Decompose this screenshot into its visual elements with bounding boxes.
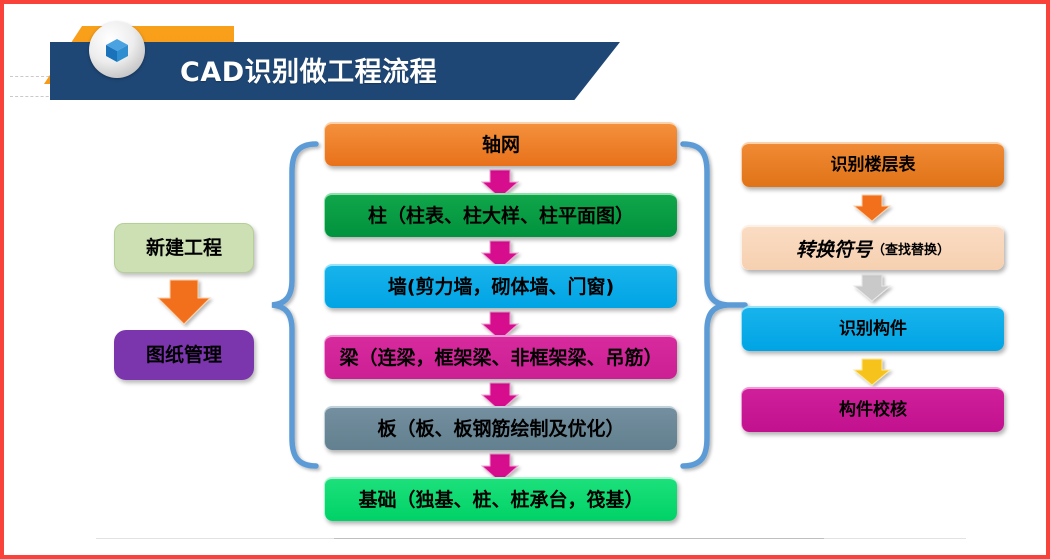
node-label: 识别楼层表 [830, 155, 916, 175]
node-label: 转换符号 [795, 239, 872, 261]
decorative-dashed-line-2 [10, 96, 64, 97]
page-title: CAD识别做工程流程 [180, 57, 438, 88]
node-label: 图纸管理 [145, 343, 222, 366]
node-drawing-management[interactable]: 图纸管理 [114, 330, 254, 380]
node-label: 梁（连梁，框架梁、非框架梁、吊筋） [339, 346, 663, 369]
node-sublabel: （查找替换） [872, 243, 951, 258]
node-label: 柱（柱表、柱大样、柱平面图） [367, 204, 634, 227]
left-curly-brace [271, 141, 319, 469]
node-label: 构件校核 [839, 400, 907, 420]
down-arrow-orange [852, 194, 892, 222]
node-foundation[interactable]: 基础（独基、桩、桩承台，筏基） [324, 477, 677, 521]
node-slab[interactable]: 板（板、板钢筋绘制及优化） [324, 406, 677, 450]
node-label: 轴网 [481, 133, 520, 156]
node-wall[interactable]: 墙(剪力墙，砌体墙、门窗) [324, 264, 677, 308]
node-beam[interactable]: 梁（连梁，框架梁、非框架梁、吊筋） [324, 335, 677, 379]
node-convert-symbol[interactable]: 转换符号（查找替换） [741, 225, 1004, 270]
node-member-check[interactable]: 构件校核 [741, 387, 1004, 432]
node-column[interactable]: 柱（柱表、柱大样、柱平面图） [324, 193, 677, 237]
down-arrow-yellow [852, 358, 892, 386]
header-banner: CAD识别做工程流程 [4, 4, 1046, 114]
node-label: 基础（独基、桩、桩承台，筏基） [358, 488, 644, 511]
node-label: 板（板、板钢筋绘制及优化） [377, 417, 625, 440]
down-arrow-gray [852, 274, 892, 302]
navy-title-bar [50, 42, 620, 100]
node-label: 识别构件 [839, 319, 907, 339]
node-label: 墙(剪力墙，砌体墙、门窗) [387, 275, 615, 298]
footer-divider-accent [334, 538, 824, 539]
decorative-dashed-line-1 [10, 76, 70, 77]
node-recognize-member[interactable]: 识别构件 [741, 306, 1004, 351]
right-curly-brace [680, 141, 748, 469]
node-new-project[interactable]: 新建工程 [114, 223, 254, 273]
node-recognize-floor-table[interactable]: 识别楼层表 [741, 142, 1004, 187]
node-label: 新建工程 [145, 236, 222, 259]
cube-3d-icon [89, 22, 145, 78]
node-axis-grid[interactable]: 轴网 [324, 122, 677, 166]
down-arrow-orange [156, 279, 212, 325]
